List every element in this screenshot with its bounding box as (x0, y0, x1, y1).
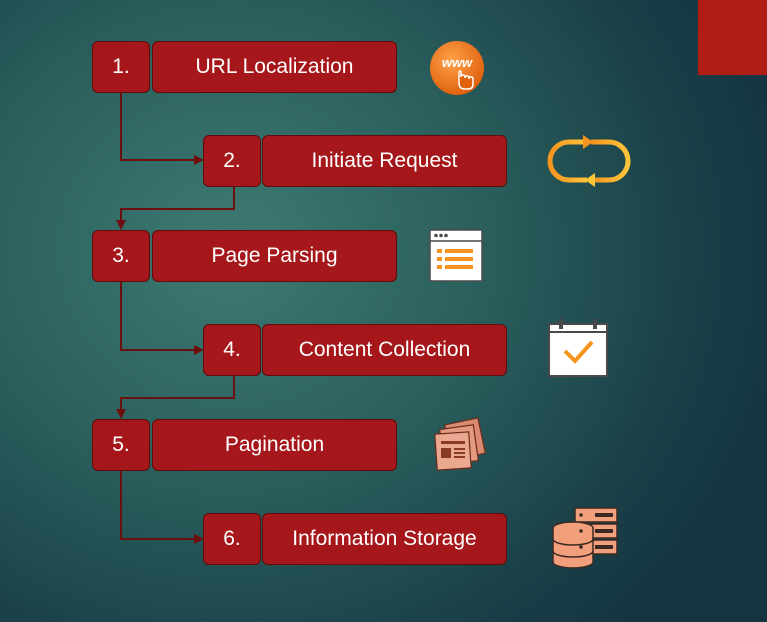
step-5-number: 5. (92, 419, 150, 471)
step-4-number: 4. (203, 324, 261, 376)
step-1-label: URL Localization (152, 41, 397, 93)
step-2-label: Initiate Request (262, 135, 507, 187)
step-4-label: Content Collection (262, 324, 507, 376)
step-3-number: 3. (92, 230, 150, 282)
step-2-number: 2. (203, 135, 261, 187)
browser-list-icon (429, 229, 483, 282)
database-server-icon (552, 507, 618, 569)
connector-2-3 (116, 187, 235, 230)
step-1-number: 1. (92, 41, 150, 93)
connector-5-6 (120, 470, 204, 544)
step-6-number: 6. (203, 513, 261, 565)
accent-corner (698, 0, 767, 75)
step-5-label: Pagination (152, 419, 397, 471)
www-hand-icon: www (430, 41, 484, 95)
connector-4-5 (116, 376, 235, 419)
step-6-label: Information Storage (262, 513, 507, 565)
calendar-check-icon (548, 319, 608, 377)
connector-3-4 (120, 281, 204, 355)
step-3-label: Page Parsing (152, 230, 397, 282)
svg-text:www: www (442, 55, 473, 70)
stacked-pages-icon (434, 417, 487, 471)
refresh-loop-icon (547, 135, 631, 187)
connector-1-2 (120, 92, 204, 165)
